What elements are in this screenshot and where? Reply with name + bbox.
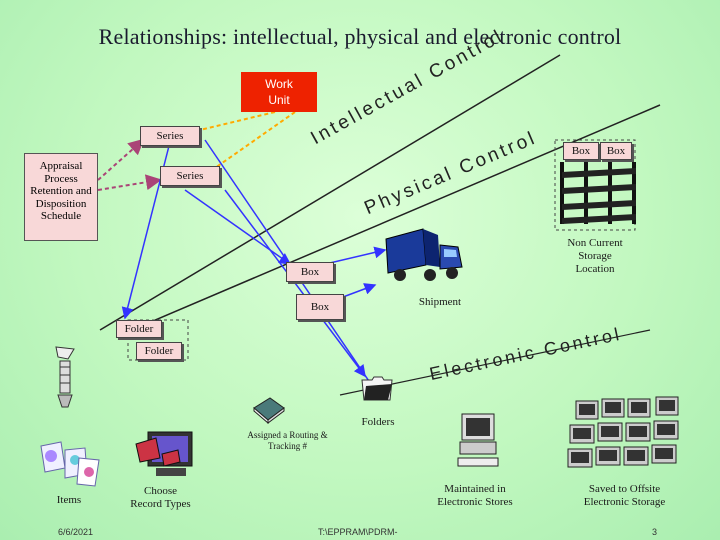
folder-icon (361, 376, 393, 401)
appraisal-box: Appraisal Process Retention and Disposit… (24, 153, 98, 241)
footer-date: 6/6/2021 (58, 527, 94, 537)
intellectual-control-line (99, 54, 561, 331)
folder-1-label: Folder (124, 323, 154, 335)
series-top-label: Series (156, 130, 184, 142)
assigned-label: Assigned a Routing & Tracking # (247, 430, 328, 451)
appraisal-series-arrow (97, 138, 145, 181)
series-mid-label: Series (176, 170, 204, 182)
appraisal-series2-arrow (97, 174, 162, 191)
choose-label: Choose Record Types (130, 485, 191, 510)
computer-icon (457, 413, 499, 467)
box-truck-label: Box (300, 266, 320, 278)
workunit-series-arrow (199, 111, 276, 131)
truck-icon (385, 228, 463, 281)
items-label: Items (56, 494, 82, 506)
work-unit-label: Work Unit (265, 77, 293, 107)
routing-book-icon (253, 397, 285, 424)
box-storage-1: Box (563, 142, 599, 160)
storage-outline (554, 139, 636, 231)
folder-node-1: Folder (116, 320, 162, 338)
page-title: Relationships: intellectual, physical an… (98, 24, 622, 49)
box-storage-2: Box (600, 142, 632, 160)
folder-node-2: Folder (136, 342, 182, 360)
appraisal-label: Appraisal Process Retention and Disposit… (30, 160, 92, 222)
record-types-icon (135, 431, 193, 476)
box-storage-1-label: Box (571, 145, 591, 157)
series-top-box: Series (140, 126, 200, 146)
footer-path: T:\EPPRAM\PDRM- (318, 527, 398, 537)
shipment-label: Shipment (418, 296, 462, 308)
box-shipment-label: Box (310, 301, 330, 313)
shelving-icon (560, 162, 636, 224)
box-storage-2-label: Box (606, 145, 626, 157)
folder-2-label: Folder (144, 345, 174, 357)
microfilm-icon (55, 346, 75, 408)
saved-label: Saved to Offsite Electronic Storage (583, 483, 666, 508)
folders-label: Folders (361, 416, 395, 428)
series-box-arrow (184, 189, 292, 265)
work-unit-box: Work Unit (241, 72, 317, 112)
series-mid-box: Series (160, 166, 220, 186)
non-current-label: Non Current Storage Location (567, 237, 623, 275)
series-folders-arrow (224, 189, 366, 378)
box-shipment-node: Box (296, 294, 344, 320)
maintained-label: Maintained in Electronic Stores (437, 483, 513, 508)
workunit-series2-arrow (214, 111, 296, 169)
server-bank-icon (567, 396, 679, 468)
box-truck-node: Box (286, 262, 334, 282)
footer-page: 3 (652, 527, 658, 537)
items-icon (40, 441, 100, 487)
